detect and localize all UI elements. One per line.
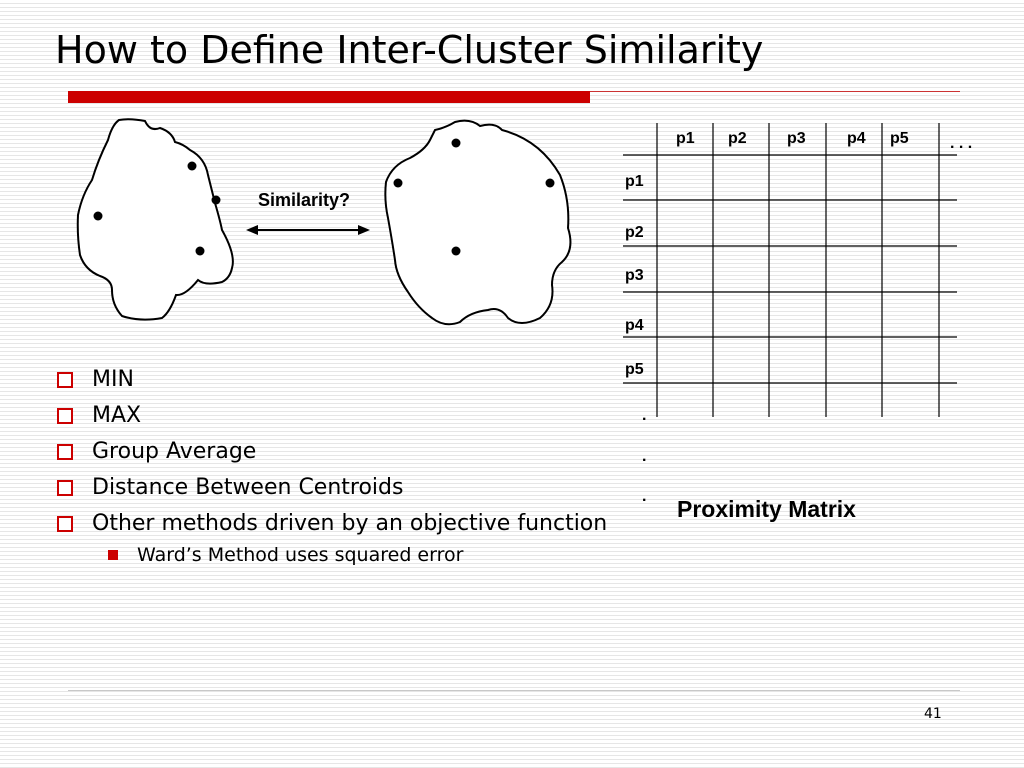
similarity-label: Similarity? bbox=[258, 190, 350, 210]
title-underline-accent bbox=[68, 91, 590, 103]
matrix-grid bbox=[623, 123, 957, 417]
page-number: 41 bbox=[924, 706, 942, 722]
hollow-square-bullet-icon bbox=[57, 480, 73, 496]
column-header: p1 bbox=[676, 130, 695, 147]
bullet-item: MAX bbox=[55, 400, 615, 432]
bullet-text: Group Average bbox=[92, 439, 257, 464]
bullet-text: Distance Between Centroids bbox=[92, 475, 404, 500]
hollow-square-bullet-icon bbox=[57, 516, 73, 532]
sub-bullet-text: Ward’s Method uses squared error bbox=[137, 544, 464, 566]
bullet-item: MIN bbox=[55, 364, 615, 396]
row-header: p4 bbox=[625, 317, 644, 334]
right-cluster-blob bbox=[384, 119, 572, 326]
column-ellipsis: . . . bbox=[950, 135, 972, 152]
hollow-square-bullet-icon bbox=[57, 372, 73, 388]
filled-square-bullet-icon bbox=[108, 550, 118, 560]
row-header: p2 bbox=[625, 224, 644, 241]
bullet-item: Distance Between Centroids bbox=[55, 472, 615, 504]
matrix-caption: Proximity Matrix bbox=[677, 496, 856, 522]
row-dot: . bbox=[642, 407, 646, 424]
column-header: p2 bbox=[728, 130, 747, 147]
hollow-square-bullet-icon bbox=[57, 408, 73, 424]
sub-bullet-container: Ward’s Method uses squared error bbox=[55, 542, 615, 568]
right-point-3 bbox=[545, 178, 555, 188]
slide-title: How to Define Inter-Cluster Similarity bbox=[55, 28, 764, 72]
bullet-item: Group Average bbox=[55, 436, 615, 468]
right-point-2 bbox=[393, 178, 403, 188]
bullet-item: Other methods driven by an objective fun… bbox=[55, 508, 615, 540]
title-underline-rule bbox=[590, 91, 960, 92]
left-point-3 bbox=[93, 211, 103, 221]
column-header: p5 bbox=[890, 130, 909, 147]
bullet-text: Other methods driven by an objective fun… bbox=[92, 511, 608, 536]
row-header: p5 bbox=[625, 361, 644, 378]
left-point-2 bbox=[211, 195, 221, 205]
column-header: p4 bbox=[847, 130, 866, 147]
double-arrow-icon bbox=[246, 225, 370, 235]
row-dot: . bbox=[642, 488, 646, 505]
bullet-text: MIN bbox=[92, 367, 134, 392]
method-list: MIN MAX Group Average Distance Between C… bbox=[55, 364, 615, 568]
hollow-square-bullet-icon bbox=[57, 444, 73, 460]
footer-divider bbox=[68, 690, 960, 691]
right-point-4 bbox=[451, 246, 461, 256]
row-header: p1 bbox=[625, 173, 644, 190]
row-dot: . bbox=[642, 448, 646, 465]
bullet-text: MAX bbox=[92, 403, 142, 428]
left-point-1 bbox=[187, 161, 197, 171]
sub-bullet-item: Ward’s Method uses squared error bbox=[108, 542, 615, 568]
column-header: p3 bbox=[787, 130, 806, 147]
left-point-4 bbox=[195, 246, 205, 256]
row-header: p3 bbox=[625, 267, 644, 284]
right-point-1 bbox=[451, 138, 461, 148]
